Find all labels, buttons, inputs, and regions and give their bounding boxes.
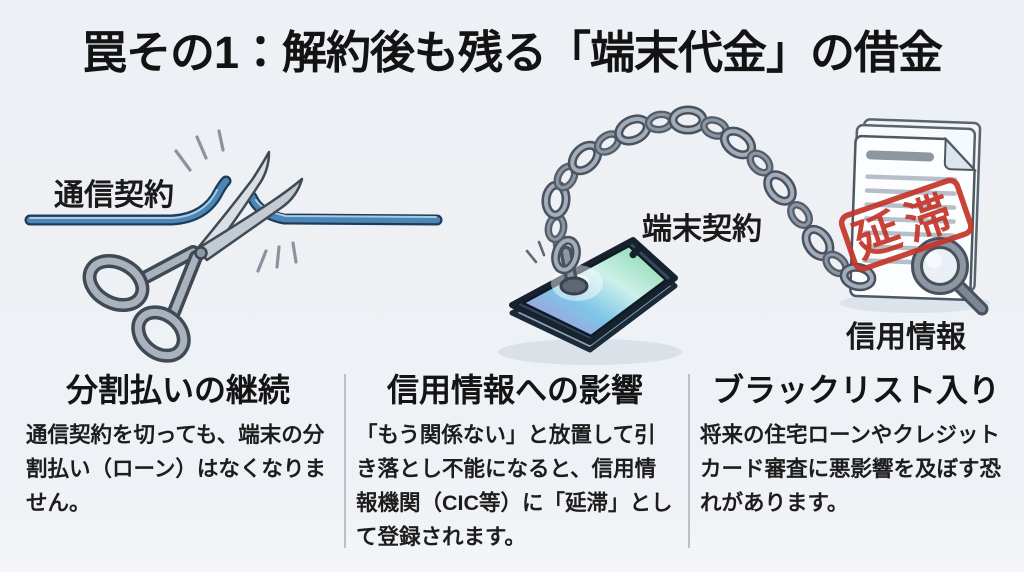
column-body: 「もう関係ない」と放置して引き落とし不能になると、信用情報機関（CIC等）に「延… [356, 422, 673, 549]
column-heading: 信用情報への影響 [386, 372, 643, 408]
column-body: 通信契約を切っても、端末の分割払い（ローン）はなくなりません。 [26, 422, 326, 515]
column-blacklist: ブラックリスト入り 将来の住宅ローンやクレジットカード審査に悪影響を及ぼす恐れが… [700, 372, 1012, 521]
column-credit-impact: 信用情報への影響 「もう関係ない」と放置して引き落とし不能になると、信用情報機関… [356, 372, 674, 555]
column-divider [688, 374, 690, 548]
magnifier-icon [911, 237, 989, 316]
scissors-icon [82, 150, 304, 363]
page-title: 罠その1：解約後も残る「端末代金」の借金 [81, 27, 943, 78]
column-heading: 分割払いの継続 [65, 372, 290, 408]
column-divider [344, 374, 346, 548]
label-communication-contract: 通信契約 [54, 179, 174, 212]
column-body: 将来の住宅ローンやクレジットカード審査に悪影響を及ぼす恐れがあります。 [700, 422, 1002, 515]
column-heading: ブラックリスト入り [711, 372, 1000, 408]
label-credit-information: 信用情報 [846, 321, 966, 354]
chain-icon [545, 110, 850, 277]
smartphone-icon [509, 237, 678, 353]
column-installment-continues: 分割払いの継続 通信契約を切っても、端末の分割払い（ローン）はなくなりません。 [26, 372, 330, 521]
sparkle-lines-icon [174, 129, 298, 273]
label-device-contract: 端末契約 [642, 213, 762, 246]
